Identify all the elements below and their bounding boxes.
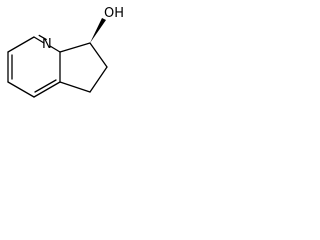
bond-n-c7a xyxy=(33,36,45,44)
bond-c7a-n xyxy=(49,45,61,53)
stereo-wedge-bond xyxy=(90,18,106,43)
bond-c4-c4a-inner xyxy=(34,79,57,93)
bond-n-c7a-inner xyxy=(38,34,47,41)
bond-c7-c6 xyxy=(89,42,108,68)
bond-c3-c4 xyxy=(7,81,35,98)
molecule-structure: N OH xyxy=(7,6,124,98)
bond-c7a-c2 xyxy=(7,36,35,53)
nitrogen-label: N xyxy=(42,37,52,52)
bond-c5-c4a xyxy=(59,81,91,93)
bond-c4-c4a xyxy=(33,81,61,98)
bond-c6-c5 xyxy=(89,66,108,93)
bond-c7a-c7 xyxy=(59,42,91,53)
hydroxyl-label: OH xyxy=(104,6,124,21)
molecule-canvas: N OH xyxy=(0,0,142,124)
